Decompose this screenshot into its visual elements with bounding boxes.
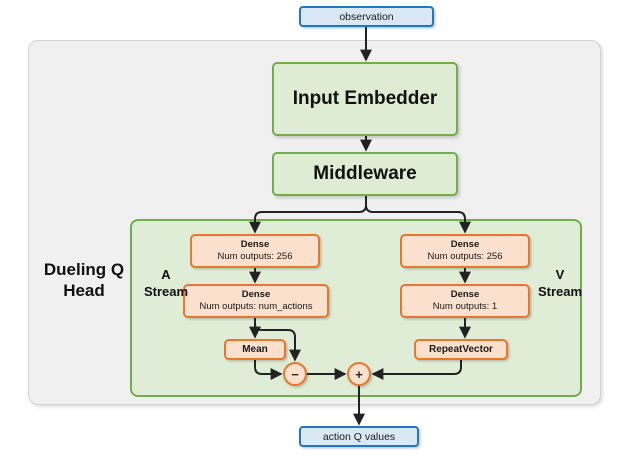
dueling-q-head-title: Dueling Q Head [36, 252, 132, 308]
a-stream-dense-1-node[interactable]: Dense Num outputs: 256 [190, 234, 320, 268]
input-embedder-label: Input Embedder [292, 88, 438, 109]
a-stream-dense-1-title: Dense [240, 239, 270, 251]
repeat-vector-label: RepeatVector [429, 344, 493, 355]
middleware-node[interactable]: Middleware [272, 152, 458, 196]
v-stream-dense-1-title: Dense [450, 239, 480, 251]
middleware-label: Middleware [313, 163, 417, 184]
output-action-q-values-label: action Q values [322, 430, 396, 443]
add-operator-symbol: + [355, 366, 363, 382]
mean-label: Mean [242, 344, 268, 355]
input-observation-node[interactable]: observation [299, 6, 434, 27]
a-stream-label-line1: A [161, 267, 171, 283]
v-stream-dense-2-node[interactable]: Dense Num outputs: 1 [400, 284, 530, 318]
repeat-vector-node[interactable]: RepeatVector [414, 339, 508, 360]
a-stream-dense-2-outputs: Num outputs: num_actions [199, 301, 313, 312]
input-observation-label: observation [339, 10, 394, 23]
a-stream-label-line2: Stream [143, 284, 189, 299]
v-stream-label-line1: V [555, 267, 565, 283]
v-stream-label: V Stream [534, 262, 586, 306]
v-stream-label-line2: Stream [537, 284, 583, 299]
a-stream-dense-1-outputs: Num outputs: 256 [217, 251, 293, 262]
add-operator-node[interactable]: + [347, 362, 371, 386]
subtract-operator-node[interactable]: − [283, 362, 307, 386]
a-stream-dense-2-node[interactable]: Dense Num outputs: num_actions [183, 284, 329, 318]
dueling-q-head-title-line2: Head [63, 281, 105, 300]
input-embedder-node[interactable]: Input Embedder [272, 62, 458, 136]
a-stream-label: A Stream [140, 262, 192, 306]
output-action-q-values-node[interactable]: action Q values [299, 426, 419, 447]
dueling-q-head-title-line1: Dueling Q [43, 259, 125, 279]
mean-node[interactable]: Mean [224, 339, 286, 360]
v-stream-dense-1-node[interactable]: Dense Num outputs: 256 [400, 234, 530, 268]
subtract-operator-symbol: − [291, 366, 299, 382]
v-stream-dense-2-title: Dense [450, 289, 480, 301]
a-stream-dense-2-title: Dense [241, 289, 271, 301]
v-stream-dense-2-outputs: Num outputs: 1 [432, 301, 498, 312]
v-stream-dense-1-outputs: Num outputs: 256 [427, 251, 503, 262]
